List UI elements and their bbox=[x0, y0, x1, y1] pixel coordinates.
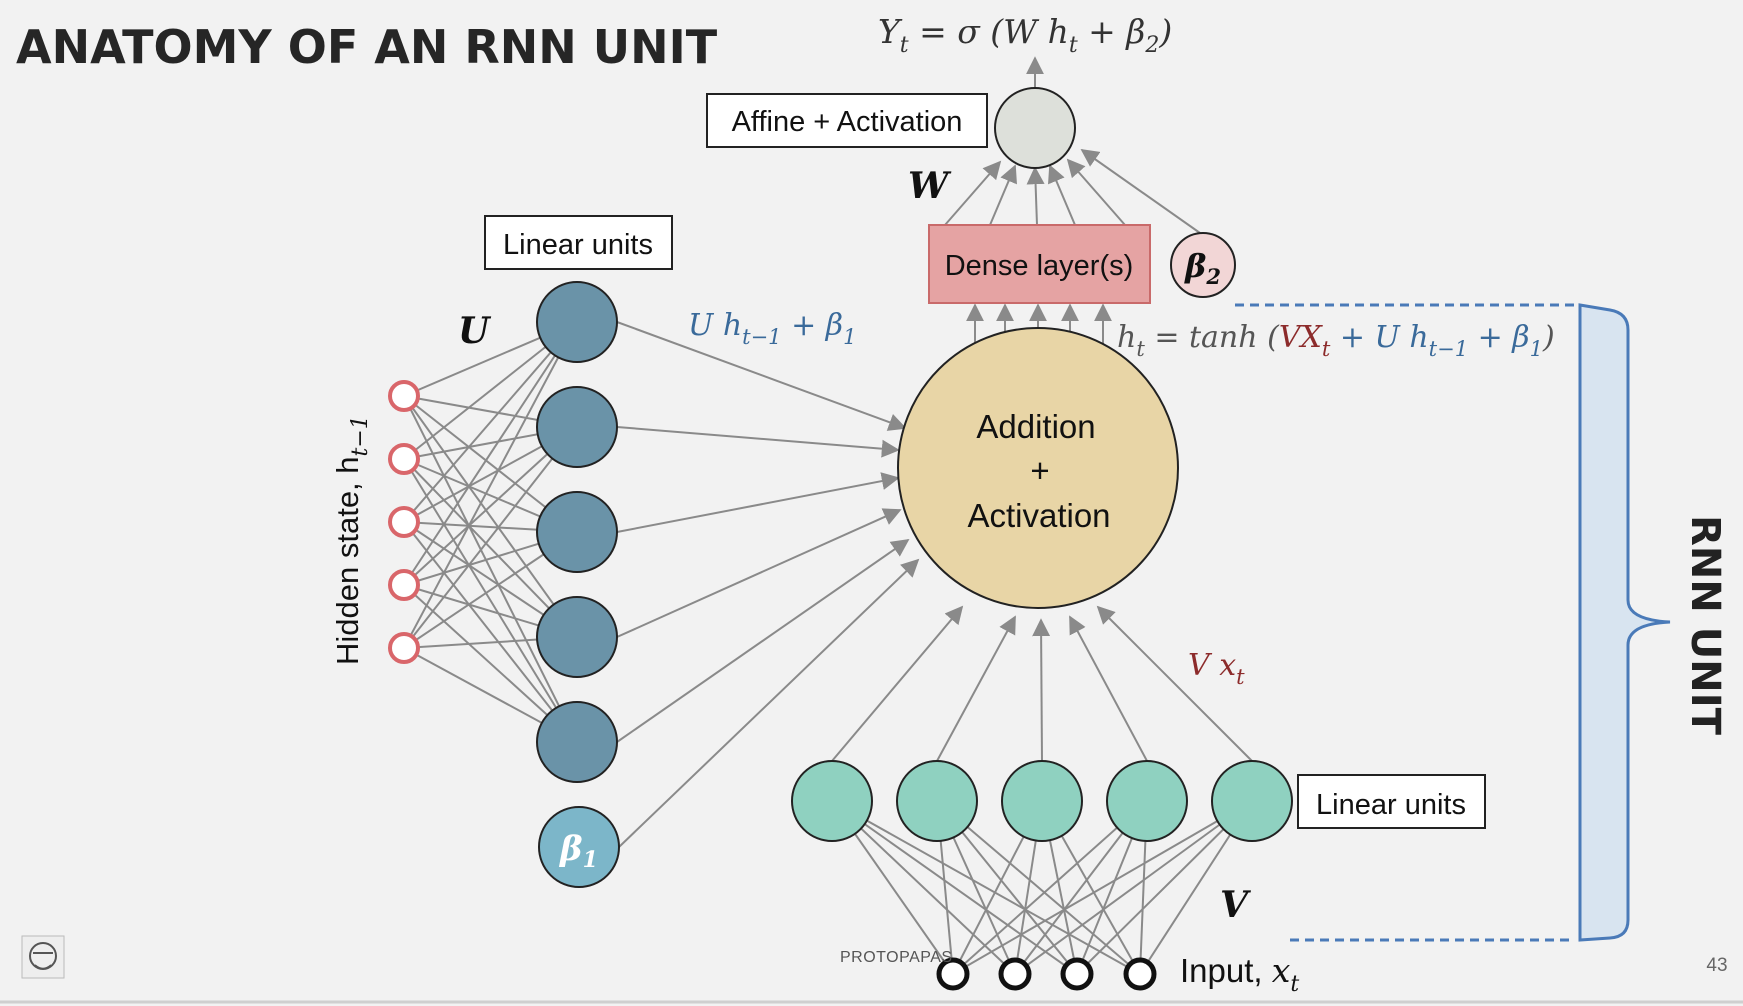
arrows-to-addition bbox=[616, 303, 1253, 848]
hidden-linear-unit-node bbox=[536, 491, 618, 573]
input-to-addition-arrow bbox=[1032, 618, 1051, 762]
linear-units-top-label: Linear units bbox=[503, 229, 653, 261]
weight-w-label: W bbox=[908, 165, 952, 207]
input-linear-unit-node bbox=[896, 760, 978, 842]
dense-layer-box bbox=[928, 224, 1151, 304]
hidden-linear-unit-node bbox=[536, 386, 618, 468]
linear-units-bottom-label: Linear units bbox=[1316, 789, 1466, 821]
vx-equation: V xt bbox=[1188, 648, 1245, 689]
u-connection bbox=[403, 321, 578, 649]
plus-label: + bbox=[1030, 452, 1049, 489]
input-node bbox=[1060, 957, 1094, 991]
input-linear-units bbox=[791, 760, 1293, 842]
dense-to-output-arrow bbox=[944, 160, 1002, 226]
u-connection bbox=[403, 321, 578, 523]
footer-author: PROTOPAPAS bbox=[840, 949, 953, 966]
input-to-addition-arrow bbox=[1069, 615, 1148, 762]
dense-to-output-arrow bbox=[1026, 166, 1045, 226]
hidden-to-addition-arrow bbox=[616, 538, 910, 743]
arrows-to-output bbox=[944, 148, 1201, 234]
activation-label: Activation bbox=[967, 497, 1110, 534]
beta2-label: β2 bbox=[1184, 247, 1221, 289]
hidden-to-addition-arrow bbox=[616, 508, 902, 638]
uh-equation: U ht−1 + β1 bbox=[688, 308, 856, 349]
affine-activation-label: Affine + Activation bbox=[732, 106, 963, 138]
hidden-to-addition-arrow bbox=[616, 426, 900, 458]
beta2-bias-node bbox=[1170, 232, 1236, 298]
hidden-linear-unit-node bbox=[536, 596, 618, 678]
hidden-linear-unit-node bbox=[536, 701, 618, 783]
input-to-addition-arrow bbox=[831, 605, 964, 762]
u-connection bbox=[403, 321, 578, 586]
ht-equation: ht = tanh (VXt + U ht−1 + β1) bbox=[1117, 320, 1555, 361]
hidden-state-label: Hidden state, ht−1 bbox=[330, 415, 373, 665]
input-node bbox=[1123, 957, 1157, 991]
weight-u-label: U bbox=[458, 310, 492, 352]
input-linear-unit-node bbox=[1211, 760, 1293, 842]
input-linear-unit-node bbox=[1001, 760, 1083, 842]
page-title: ANATOMY OF AN RNN UNIT bbox=[16, 20, 718, 74]
hidden-state-nodes bbox=[388, 380, 420, 664]
hidden-to-addition-arrow bbox=[616, 321, 907, 431]
input-node bbox=[998, 957, 1032, 991]
beta1-to-addition-arrow bbox=[618, 558, 920, 848]
author-avatar bbox=[21, 935, 65, 979]
dense-layer-label: Dense layer(s) bbox=[945, 250, 1134, 282]
hidden-to-addition-arrow bbox=[616, 472, 900, 533]
input-node bbox=[936, 957, 970, 991]
input-linear-unit-node bbox=[791, 760, 873, 842]
input-to-addition-arrow bbox=[1096, 605, 1253, 762]
input-linear-unit-node bbox=[1106, 760, 1188, 842]
input-to-addition-arrow bbox=[936, 615, 1016, 762]
beta1-bias-node bbox=[538, 806, 620, 888]
beta2-to-output-arrow bbox=[1080, 148, 1201, 234]
v-connection bbox=[936, 800, 1141, 975]
dense-to-output-arrow bbox=[1066, 158, 1126, 226]
v-connection bbox=[831, 800, 1016, 975]
affine-activation-box bbox=[706, 93, 988, 148]
hidden-state-node bbox=[388, 443, 420, 475]
linear-units-bottom-box bbox=[1297, 774, 1486, 829]
addition-activation-node bbox=[897, 327, 1179, 609]
dense-to-output-arrow bbox=[1048, 164, 1076, 226]
hidden-state-node bbox=[388, 380, 420, 412]
output-equation: Yt = σ (W ht + β2) bbox=[878, 12, 1172, 58]
v-connection bbox=[831, 800, 1141, 975]
hidden-state-node bbox=[388, 506, 420, 538]
dense-to-output-arrow bbox=[989, 164, 1017, 226]
beta1-label: β1 bbox=[558, 829, 598, 873]
input-nodes bbox=[936, 957, 1157, 991]
hidden-linear-unit-node bbox=[536, 281, 618, 363]
hidden-state-node bbox=[388, 632, 420, 664]
rnn-unit-label: RNN UNIT bbox=[1682, 515, 1728, 736]
addition-label: Addition bbox=[976, 408, 1095, 445]
page-number: 43 bbox=[1706, 955, 1727, 976]
output-node bbox=[994, 87, 1076, 169]
u-connection bbox=[403, 426, 578, 649]
rnn-unit-bracket bbox=[1578, 303, 1671, 942]
v-connection bbox=[831, 800, 1078, 975]
hidden-linear-units bbox=[536, 281, 618, 783]
linear-units-top-box bbox=[484, 215, 673, 270]
input-label: Input, xt bbox=[1180, 951, 1299, 997]
weight-v-label: V bbox=[1220, 884, 1251, 926]
hidden-state-node bbox=[388, 569, 420, 601]
